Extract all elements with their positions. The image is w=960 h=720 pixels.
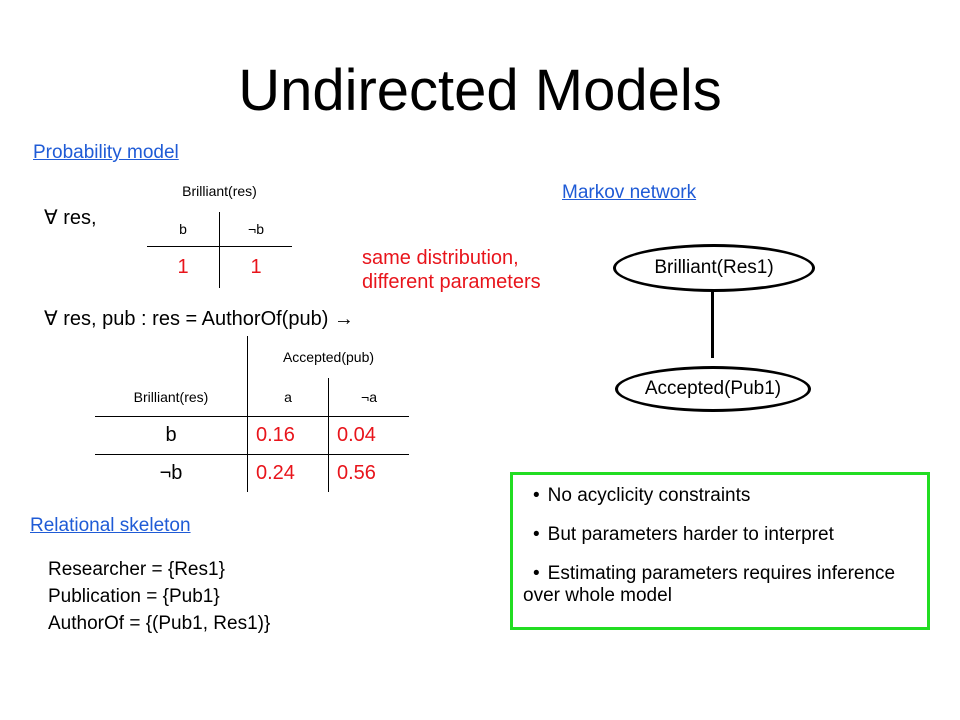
skeleton-authorof: AuthorOf = {(Pub1, Res1)}	[48, 613, 271, 634]
quantifier-res-pub: ∀ res, pub : res = AuthorOf(pub) →	[44, 308, 354, 330]
accepted-header: Accepted(pub)	[282, 349, 375, 365]
note-line-1: same distribution,	[362, 247, 519, 269]
col-not-a: ¬a	[328, 378, 409, 417]
row-header-brilliant: Brilliant(res)	[95, 378, 248, 417]
col-b: b	[147, 212, 220, 247]
bullet-dot-icon: •	[533, 563, 540, 584]
probability-model-link[interactable]: Probability model	[33, 142, 179, 163]
value-not-b: 1	[250, 255, 262, 278]
node-accepted-label: Accepted(Pub1)	[644, 378, 782, 399]
note-line-2: different parameters	[362, 271, 541, 293]
value-b: 1	[147, 246, 220, 288]
brilliant-cpt-table: Brilliant(res) b ¬b 1 1	[147, 170, 292, 288]
row-not-b-label: ¬b	[95, 454, 248, 492]
node-brilliant-label: Brilliant(Res1)	[654, 257, 774, 278]
col-not-b: ¬b	[219, 212, 292, 247]
value-b-not-a: 0.04	[328, 416, 409, 455]
relational-skeleton-link[interactable]: Relational skeleton	[30, 515, 191, 536]
markov-network-link[interactable]: Markov network	[562, 182, 697, 203]
bullet-dot-icon: •	[533, 524, 540, 545]
quantifier-res: ∀ res,	[44, 207, 97, 229]
value-b-a: 0.16	[247, 416, 329, 455]
bullet-item: •Estimating parameters requires inferenc…	[523, 563, 896, 606]
brilliant-header: Brilliant(res)	[182, 183, 257, 199]
bullet-item: •No acyclicity constraints	[533, 485, 751, 506]
skeleton-researcher: Researcher = {Res1}	[48, 559, 225, 580]
slide-title: Undirected Models	[238, 58, 722, 123]
node-brilliant-res1[interactable]: Brilliant(Res1)	[613, 244, 815, 292]
row-b-label: b	[95, 416, 248, 455]
bullet-dot-icon: •	[533, 485, 540, 506]
skeleton-publication: Publication = {Pub1}	[48, 586, 220, 607]
node-accepted-pub1[interactable]: Accepted(Pub1)	[615, 366, 811, 412]
accepted-cpt-table: Accepted(pub) Brilliant(res) a ¬a b 0.16…	[95, 336, 409, 492]
bullet-box: •No acyclicity constraints •But paramete…	[510, 472, 930, 630]
same-distribution-note: same distribution, different parameters	[362, 246, 541, 294]
relational-skeleton: Researcher = {Res1} Publication = {Pub1}…	[48, 556, 270, 637]
col-a: a	[247, 378, 329, 417]
value-not-b-a: 0.24	[247, 454, 329, 492]
network-edge	[711, 286, 714, 358]
bullet-item: •But parameters harder to interpret	[533, 524, 834, 545]
value-not-b-not-a: 0.56	[337, 461, 376, 484]
